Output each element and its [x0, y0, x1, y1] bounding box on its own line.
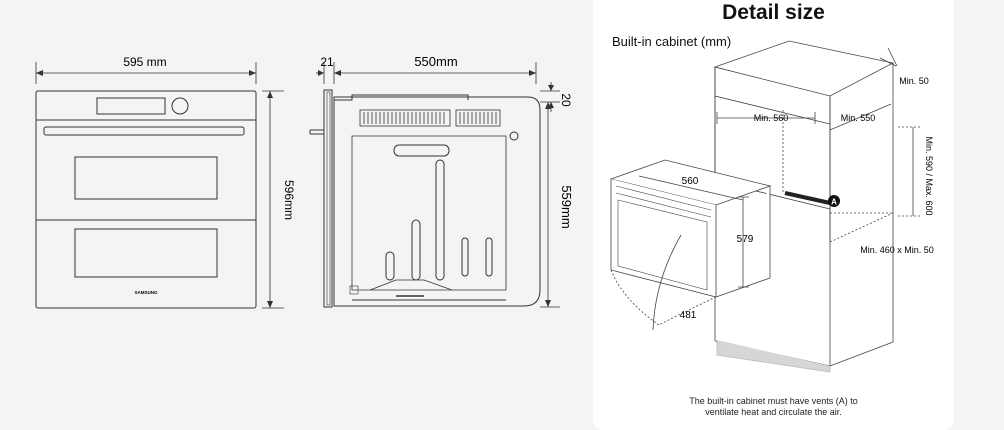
- label-vent-size: Min. 460 x Min. 50: [860, 245, 934, 255]
- detail-size-panel: Detail size Built-in cabinet (mm): [593, 0, 954, 430]
- label-min590-max600: Min. 590 / Max. 600: [924, 136, 934, 215]
- label-min560: Min. 560: [754, 113, 789, 123]
- footnote: The built-in cabinet must have vents (A)…: [593, 396, 954, 418]
- front-height-label: 596mm: [282, 180, 296, 220]
- front-view: [35, 62, 284, 309]
- label-min550: Min. 550: [841, 113, 876, 123]
- label-oven-height: 579: [737, 234, 754, 245]
- footnote-line-1: The built-in cabinet must have vents (A)…: [689, 396, 858, 406]
- side-depth-label: 550mm: [414, 54, 457, 69]
- label-min50-top: Min. 50: [899, 76, 929, 86]
- cabinet-diagram: A Min. 50 Min. 560 Min. 550 Min. 590 / M…: [609, 40, 934, 373]
- front-width-label: 595 mm: [123, 55, 166, 69]
- side-top-gap-label: 20: [559, 93, 573, 107]
- brand-logo: SAMSUNG: [134, 290, 158, 295]
- label-door-swing: 481: [680, 310, 697, 321]
- panel-title: Detail size: [722, 1, 825, 24]
- vent-a-marker: [828, 195, 840, 207]
- oven-dimension-drawing: 595 mm 596mm SAMSUNG: [35, 54, 574, 309]
- vent-marker-letter: A: [831, 198, 837, 207]
- footnote-line-2: ventilate heat and circulate the air.: [705, 407, 842, 417]
- label-oven-width: 560: [682, 176, 699, 187]
- side-view: [309, 62, 560, 308]
- panel-subtitle: Built-in cabinet (mm): [612, 34, 732, 49]
- side-offset-label: 21: [320, 55, 334, 69]
- side-height-label: 559mm: [559, 185, 574, 228]
